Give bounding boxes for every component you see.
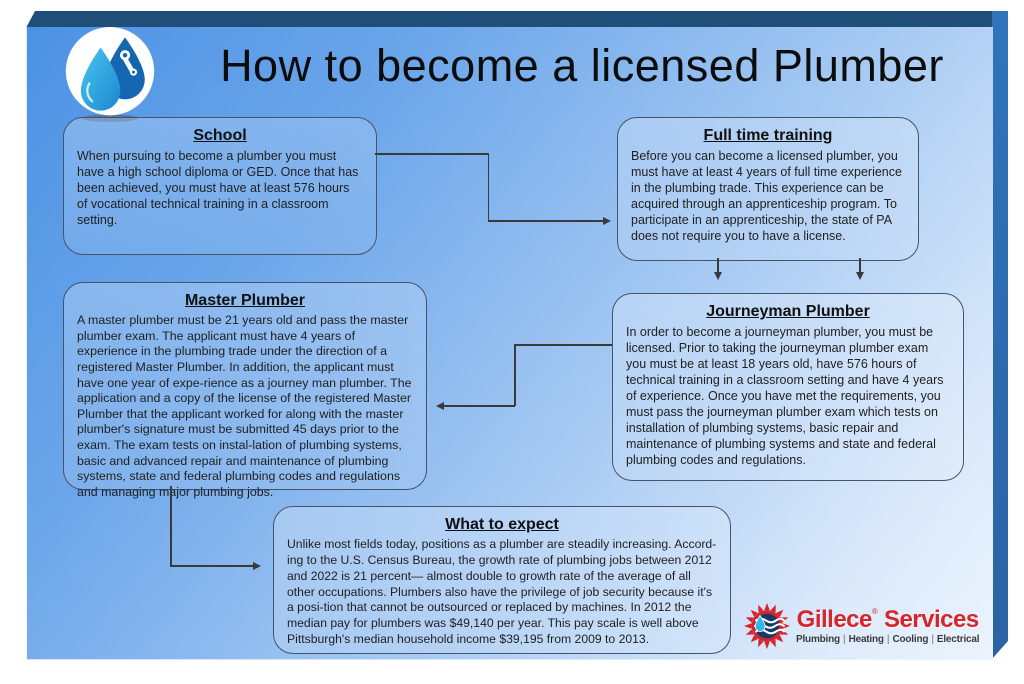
connector-master-to-expect — [170, 565, 254, 567]
water-drops-wrench-icon — [65, 27, 155, 122]
tagline-item-plumbing: Plumbing — [796, 633, 840, 645]
connector-school-to-training — [487, 153, 489, 221]
node-school-body: When pursuing to become a plumber you mu… — [77, 149, 359, 227]
node-journeyman-plumber-body: In order to become a journeyman plumber,… — [626, 325, 944, 467]
arrowhead-right-icon — [603, 217, 611, 225]
tagline-item-cooling: Cooling — [892, 633, 929, 645]
footer-brand-logo: Gillece® Services Plumbing|Heating|Cooli… — [743, 602, 980, 650]
arrowhead-left-icon — [436, 402, 444, 410]
node-what-to-expect-body: Unlike most fields today, positions as a… — [287, 537, 717, 647]
node-full-time-training-body: Before you can become a licensed plumber… — [631, 149, 902, 243]
connector-journeyman-to-master — [514, 344, 516, 406]
node-journeyman-plumber-title: Journeyman Plumber — [706, 303, 870, 320]
node-school-title: School — [193, 127, 247, 144]
arrowhead-down-icon — [856, 272, 864, 280]
node-full-time-training: Full time training Before you can become… — [617, 117, 919, 261]
node-school: School When pursuing to become a plumber… — [63, 117, 377, 255]
connector-master-to-expect — [170, 486, 172, 566]
brand-gillece: Gillece — [796, 605, 873, 633]
connector-journeyman-to-master — [444, 405, 515, 407]
tagline-item-electrical: Electrical — [936, 633, 980, 645]
footer-brand: Gillece® Services — [796, 605, 980, 633]
poster-face: How to become a licensed Plumber School … — [26, 27, 993, 660]
node-journeyman-plumber: Journeyman Plumber In order to become a … — [612, 293, 964, 481]
page-title: How to become a licensed Plumber — [220, 40, 944, 91]
arrowhead-down-icon — [714, 272, 722, 280]
registered-mark: ® — [871, 606, 878, 616]
tagline-item-heating: Heating — [848, 633, 884, 645]
brand-services: Services — [877, 605, 979, 633]
arrowhead-right-icon — [253, 562, 261, 570]
connector-training-to-journeyman — [859, 258, 861, 273]
slab-top-edge — [26, 11, 1008, 28]
node-master-plumber-body: A master plumber must be 21 years old an… — [77, 313, 412, 499]
header-logo — [63, 25, 157, 123]
sunburst-waves-icon — [744, 603, 790, 649]
footer-tagline: Plumbing|Heating|Cooling|Electrical — [796, 633, 980, 645]
tagline-separator: | — [886, 633, 890, 645]
connector-school-to-training — [487, 220, 605, 222]
node-master-plumber-title: Master Plumber — [184, 292, 306, 309]
connector-journeyman-to-master — [514, 344, 612, 346]
connector-school-to-training — [375, 153, 489, 155]
node-master-plumber: Master Plumber A master plumber must be … — [63, 282, 427, 499]
node-what-to-expect: What to expect Unlike most fields today,… — [273, 506, 731, 654]
node-full-time-training-title: Full time training — [703, 127, 833, 144]
tagline-separator: | — [842, 633, 846, 645]
node-what-to-expect-title: What to expect — [445, 516, 559, 533]
slab-right-edge — [992, 11, 1008, 659]
tagline-separator: | — [931, 633, 934, 645]
connector-training-to-journeyman — [717, 258, 719, 273]
